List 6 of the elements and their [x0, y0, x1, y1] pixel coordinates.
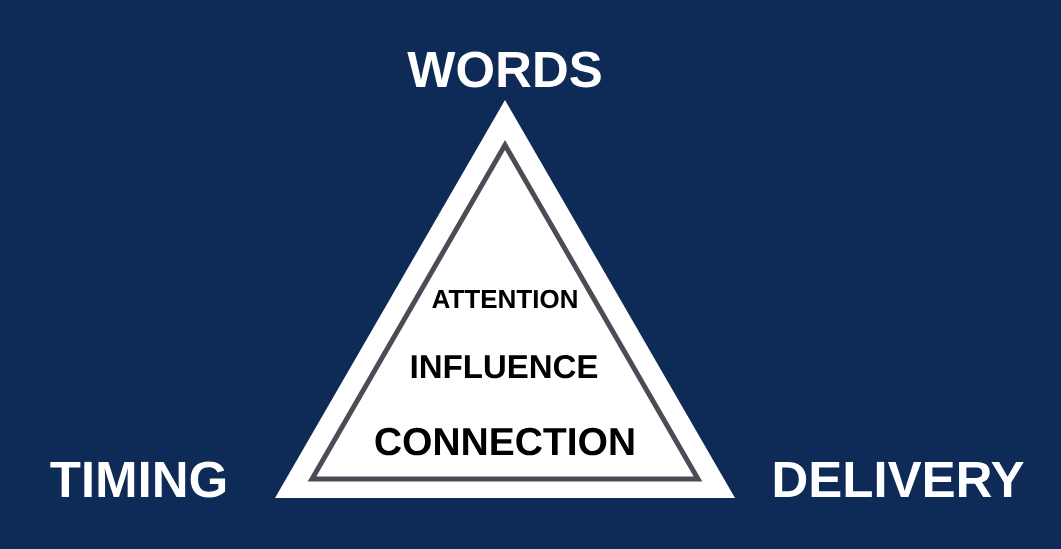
vertex-label: DELIVERY [774, 461, 1024, 497]
tier-label: ATTENTION [432, 289, 577, 309]
vertex-label: WORDS [407, 51, 601, 88]
tier-label: CONNECTION [375, 427, 634, 456]
vertex-label: TIMING [50, 461, 226, 498]
tier-label: INFLUENCE [411, 354, 598, 379]
